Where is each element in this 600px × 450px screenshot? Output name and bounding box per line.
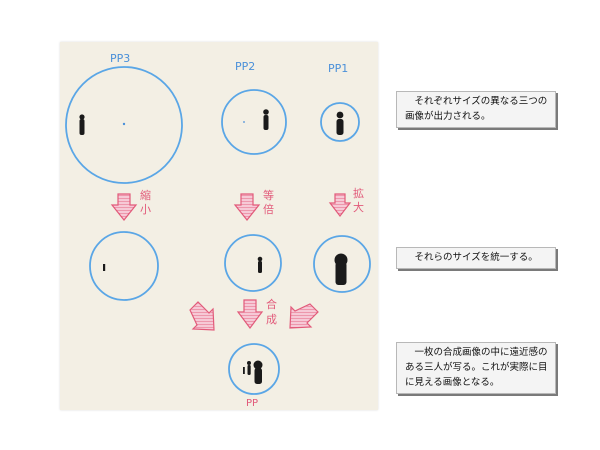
composite-arrow-center bbox=[236, 299, 264, 329]
person-figure bbox=[79, 114, 85, 135]
pp3-image-circle bbox=[65, 66, 183, 184]
shrink-arrow bbox=[110, 193, 138, 221]
composite-image-circle bbox=[228, 343, 280, 395]
label-composite: 合成 bbox=[266, 297, 277, 326]
note-output-images: それぞれサイズの異なる三つの画像が出力される。 bbox=[396, 91, 556, 128]
label-pp1: PP1 bbox=[328, 62, 348, 75]
label-pp: PP bbox=[246, 398, 258, 409]
person-figure bbox=[257, 256, 263, 273]
person-figure bbox=[103, 264, 106, 271]
note-unify-size: それらのサイズを統一する。 bbox=[396, 247, 556, 269]
note-text: それらのサイズを統一する。 bbox=[414, 252, 538, 263]
pp2-resized-circle bbox=[224, 234, 282, 292]
same-size-arrow bbox=[233, 193, 261, 221]
person-figure bbox=[334, 253, 348, 285]
note-text: それぞれサイズの異なる三つの画像が出力される。 bbox=[405, 96, 548, 122]
sketch-paper bbox=[60, 42, 378, 410]
person-figure bbox=[247, 361, 251, 375]
composite-arrow-right bbox=[289, 303, 319, 329]
composite-arrow-left bbox=[189, 301, 215, 331]
label-pp2: PP2 bbox=[235, 60, 255, 73]
pp1-image-circle bbox=[320, 102, 360, 142]
note-composite-image: 一枚の合成画像の中に遠近感のある三人が写る。これが実際に目に見える画像となる。 bbox=[396, 342, 556, 394]
pp2-image-circle bbox=[221, 89, 287, 155]
enlarge-arrow bbox=[328, 193, 352, 217]
pp1-resized-circle bbox=[313, 235, 371, 293]
person-figure bbox=[263, 109, 269, 130]
label-pp3: PP3 bbox=[110, 52, 130, 65]
label-shrink: 縮小 bbox=[140, 188, 151, 216]
note-text: 一枚の合成画像の中に遠近感のある三人が写る。これが実際に目に見える画像となる。 bbox=[405, 347, 548, 388]
person-figure bbox=[243, 367, 245, 374]
perspective-diagram: PP3 PP2 PP1 縮小 等倍 bbox=[65, 52, 371, 409]
person-figure bbox=[336, 111, 344, 135]
person-figure bbox=[253, 360, 263, 384]
label-same-size: 等倍 bbox=[263, 188, 274, 216]
label-enlarge: 拡大 bbox=[353, 186, 364, 214]
pp3-resized-circle bbox=[89, 231, 159, 301]
